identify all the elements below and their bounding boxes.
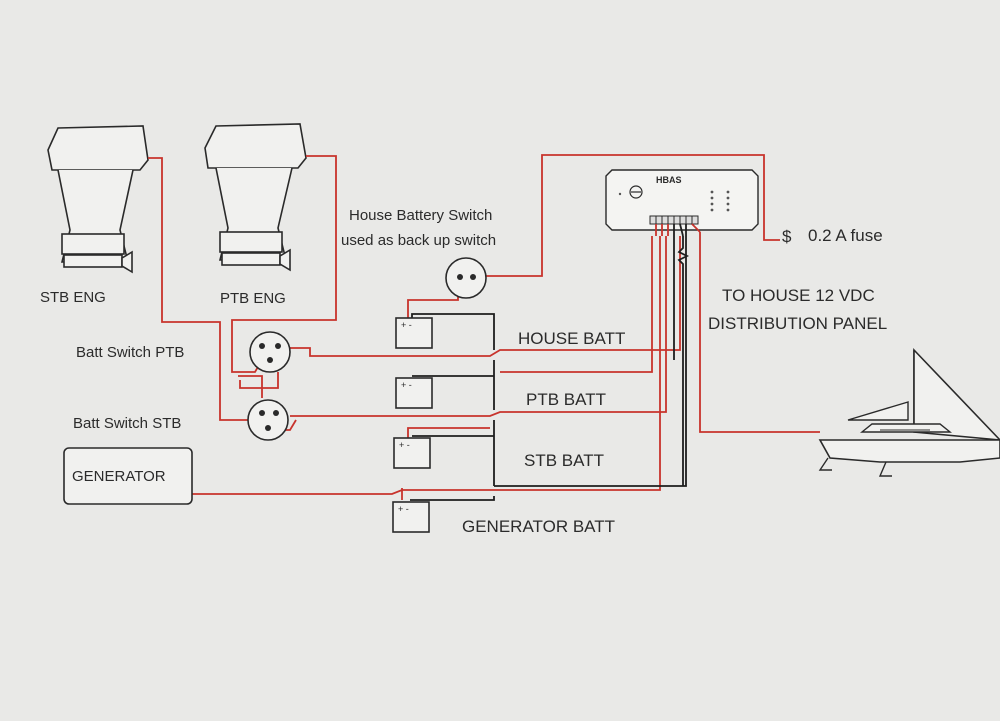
ptb-eng-label: PTB ENG xyxy=(220,290,286,307)
house-battery-switch-icon xyxy=(445,257,487,299)
battery-terminal-label: + - xyxy=(399,440,410,450)
hbas-label: HBAS xyxy=(656,175,682,185)
sailboat-icon xyxy=(818,348,1000,477)
ptb-battery-icon: + - xyxy=(395,377,433,409)
hbas-unit xyxy=(605,169,759,237)
batt-switch-stb-icon xyxy=(247,399,289,441)
stb-eng-label: STB ENG xyxy=(40,289,106,306)
ptb-engine-icon xyxy=(204,123,307,272)
generator-label: GENERATOR xyxy=(72,468,166,485)
generator-batt-label: GENERATOR BATT xyxy=(462,517,615,536)
stb-batt-label: STB BATT xyxy=(524,451,604,470)
fuse-label: 0.2 A fuse xyxy=(808,226,883,245)
positive-wires xyxy=(148,154,820,500)
panel-label-line2: DISTRIBUTION PANEL xyxy=(708,314,887,333)
generator-box xyxy=(63,447,193,505)
battery-terminal-label: + - xyxy=(401,320,412,330)
batt-switch-ptb-label: Batt Switch PTB xyxy=(76,344,184,361)
battery-terminal-label: + - xyxy=(398,504,409,514)
battery-terminal-label: + - xyxy=(401,380,412,390)
house-switch-label-line2: used as back up switch xyxy=(341,232,496,249)
panel-label-line1: TO HOUSE 12 VDC xyxy=(722,286,875,305)
fuse-icon: $ xyxy=(782,227,792,246)
house-battery-icon: + - xyxy=(395,317,433,349)
batt-switch-ptb-icon xyxy=(249,331,291,373)
batt-switch-stb-label: Batt Switch STB xyxy=(73,415,181,432)
house-batt-label: HOUSE BATT xyxy=(518,329,625,348)
house-switch-label-line1: House Battery Switch xyxy=(349,207,492,224)
ptb-batt-label: PTB BATT xyxy=(526,390,606,409)
negative-wires xyxy=(410,236,690,501)
stb-battery-icon: + - xyxy=(393,437,431,469)
stb-engine-icon xyxy=(47,125,149,274)
generator-battery-icon: + - xyxy=(392,501,430,533)
